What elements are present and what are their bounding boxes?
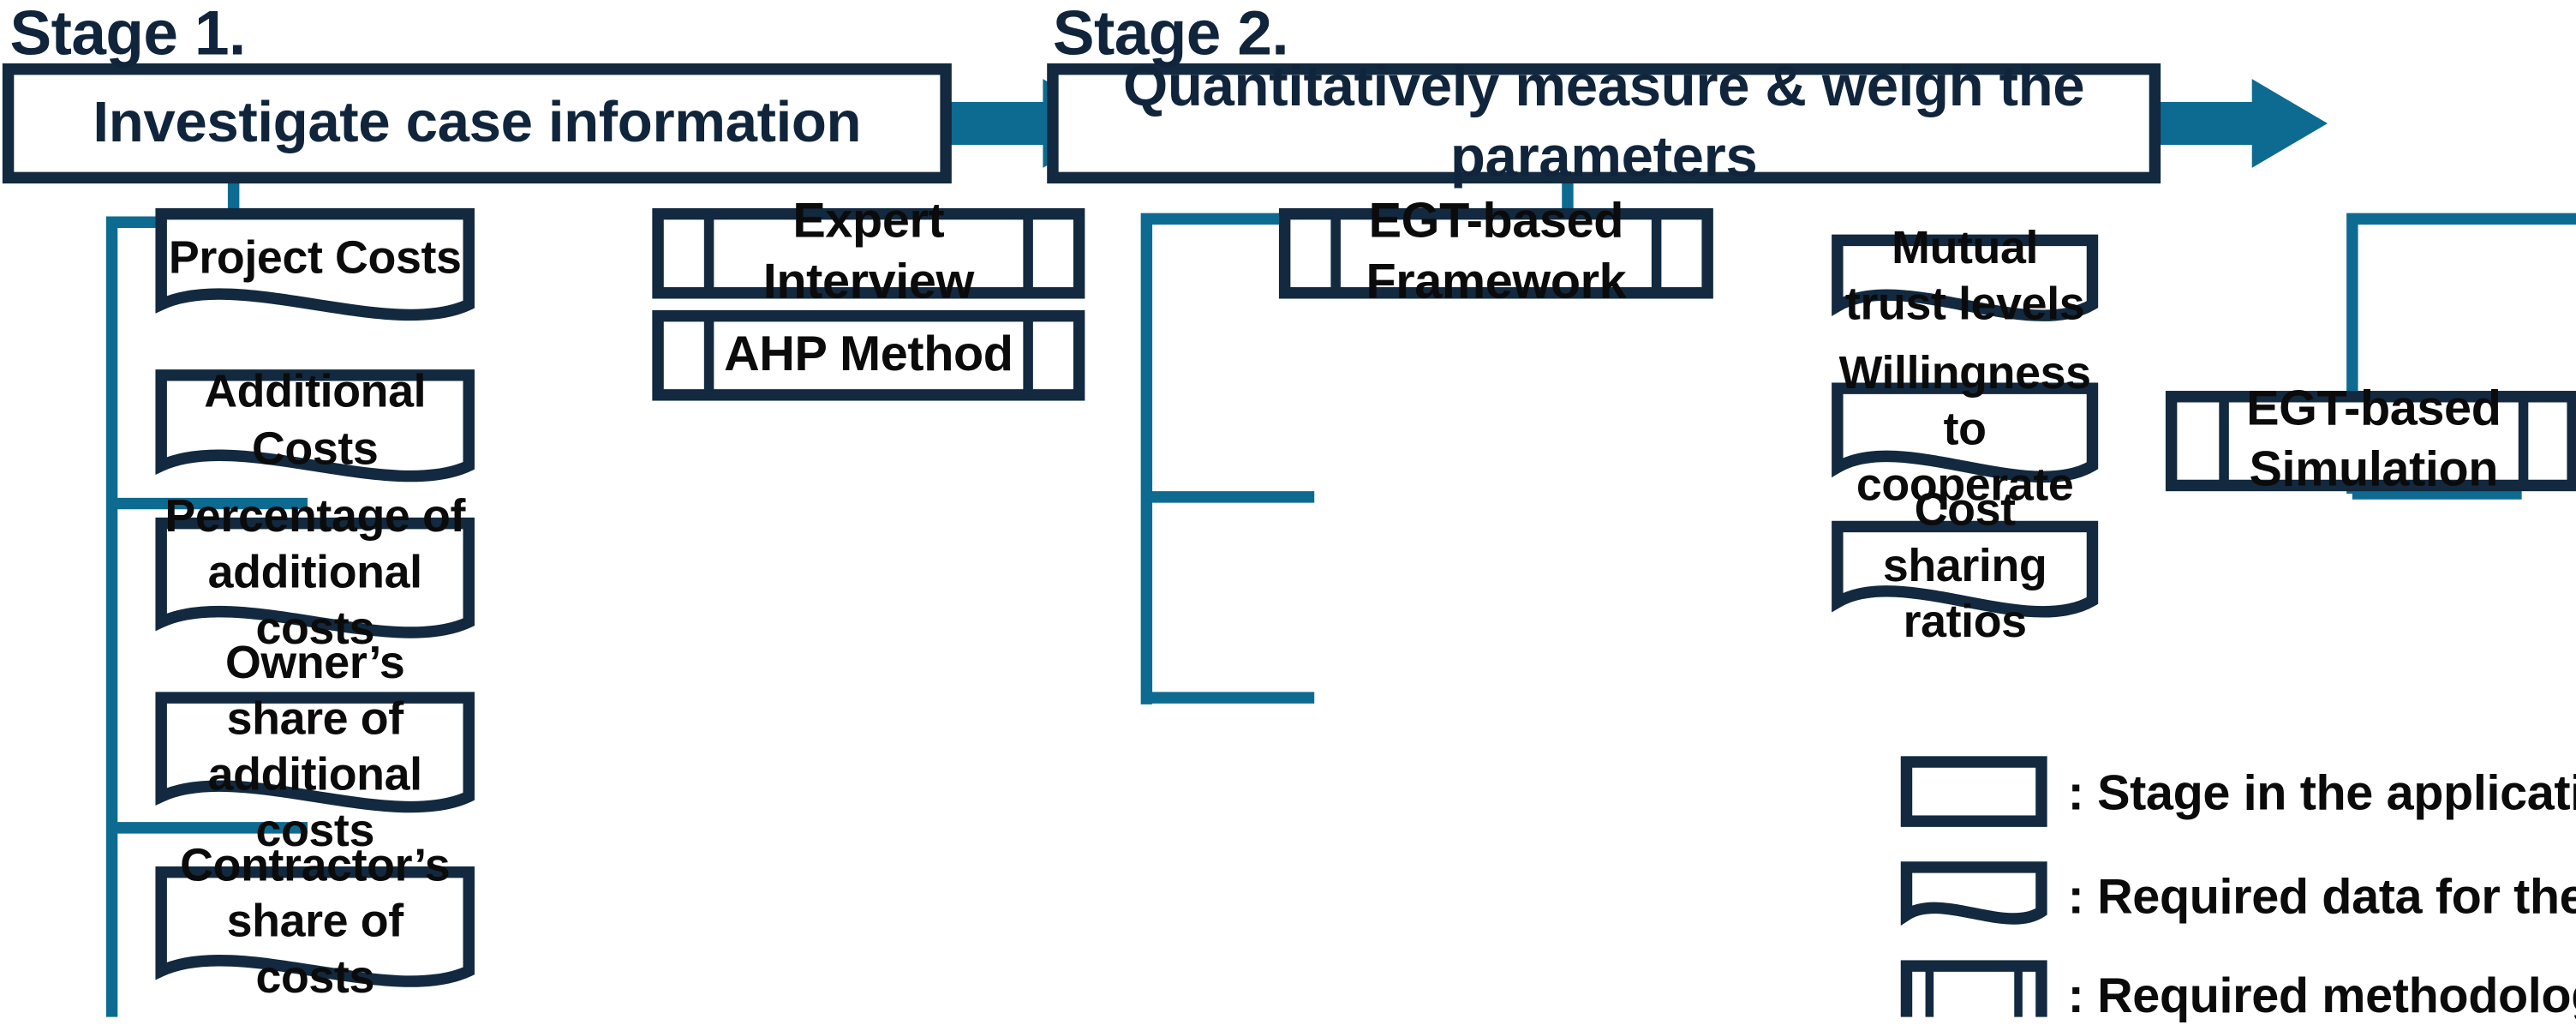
data-shape-mutual-trust[interactable] — [1832, 234, 2099, 321]
data-shape-willingness[interactable] — [1832, 382, 2099, 483]
data-shape-owner-share[interactable] — [155, 692, 475, 813]
connector-stage3-spine — [2346, 213, 2576, 495]
legend-label-stage: : Stage in the application process — [2067, 766, 2576, 822]
method-shape-egt-simulation[interactable] — [2165, 391, 2576, 492]
stage-box-1[interactable] — [2, 63, 952, 184]
legend-icon-stage-rectangle — [1900, 756, 2047, 827]
data-shape-percentage-additional-costs[interactable] — [155, 517, 475, 638]
stage1-data-shapes — [155, 207, 475, 987]
stage-box-group — [2, 63, 2161, 184]
stage4-data-shapes — [1832, 234, 2099, 618]
data-shape-additional-costs[interactable] — [155, 369, 475, 483]
data-shape-cost-sharing[interactable] — [1832, 520, 2099, 618]
data-shape-project-costs[interactable] — [155, 207, 475, 321]
stage-heading-1: Stage 1. — [9, 0, 247, 69]
method-shape-expert-interview[interactable] — [652, 207, 1085, 299]
stage3-method-shapes — [1278, 207, 1713, 299]
legend-icon-methodology-predefined — [1900, 960, 2047, 1017]
data-shape-contractor-share[interactable] — [155, 866, 475, 987]
stage2-method-shapes — [652, 207, 1085, 401]
legend-label-methodology: : Required methodology for the stage — [2067, 968, 2576, 1024]
stage-heading-2: Stage 2. — [1052, 0, 1289, 69]
method-shape-ahp-method[interactable] — [652, 309, 1085, 401]
method-shape-egt-framework[interactable] — [1278, 207, 1713, 299]
stage-box-2[interactable] — [1047, 63, 2161, 184]
legend-shape-group — [1900, 756, 2047, 1017]
stage4-method-shapes — [2165, 391, 2576, 492]
arrow-stage2-to-stage3 — [2155, 79, 2328, 168]
legend-label-data: : Required data for the stage — [2067, 870, 2576, 926]
legend-icon-data-document — [1900, 861, 2047, 926]
